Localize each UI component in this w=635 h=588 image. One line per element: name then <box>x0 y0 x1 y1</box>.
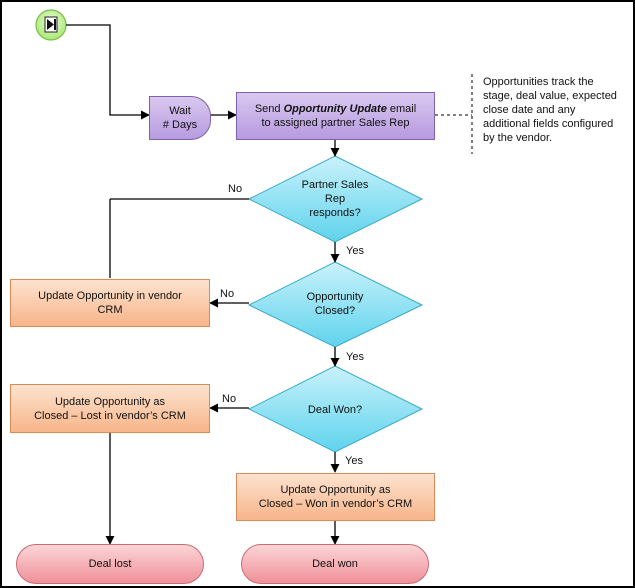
send-email-line1: Send Opportunity Update email <box>255 102 416 116</box>
wait-label-line1: Wait <box>169 105 191 117</box>
edge-label-responds-yes: Yes <box>346 245 364 257</box>
annotation-line: by the vendor. <box>483 132 553 144</box>
update-lost-line1: Update Opportunity as <box>54 395 166 408</box>
deal-lost-label: Deal lost <box>88 558 132 570</box>
annotation-line: additional fields configured <box>483 118 614 130</box>
annotation-line: Opportunities track the <box>483 76 594 88</box>
wait-delay-node: Wait # Days <box>149 96 211 140</box>
edge-label-won-yes: Yes <box>345 455 363 467</box>
send-email-suffix: email <box>386 103 417 115</box>
send-email-emphasis: Opportunity Update <box>283 103 387 115</box>
update-vendor-crm-process: Update Opportunity in vendor CRM <box>10 279 210 327</box>
edge-label-closed-no: No <box>220 288 235 300</box>
play-next-icon <box>44 16 58 33</box>
connector-start-to-wait <box>66 24 150 120</box>
decision-won-line: Deal Won? <box>307 404 363 416</box>
deal-won-terminal: Deal won <box>241 544 429 584</box>
decision-won-text: Deal Won? <box>285 402 385 418</box>
annotation-line: close date and any <box>483 104 576 116</box>
deal-won-label: Deal won <box>312 558 358 570</box>
edge-label-closed-yes: Yes <box>346 351 364 363</box>
edge-label-won-no: No <box>222 393 237 405</box>
update-closed-won-process: Update Opportunity as Closed – Won in ve… <box>236 473 435 521</box>
decision-closed-line2: Closed? <box>314 305 356 317</box>
update-vendor-crm-line2: CRM <box>97 304 123 316</box>
annotation-line: stage, deal value, expected <box>483 90 617 102</box>
send-email-prefix: Send <box>254 103 284 115</box>
decision-closed-line1: Opportunity <box>306 291 364 303</box>
update-vendor-crm-line1: Update Opportunity in vendor <box>38 290 182 302</box>
wait-label-line2: # Days <box>162 119 198 131</box>
update-lost-line2: Closed – Lost in vendor’s CRM <box>34 409 186 422</box>
decision-responds-line1: Partner Sales <box>301 179 369 191</box>
decision-responds-text: Partner Sales Rep responds? <box>285 177 385 221</box>
send-email-process: Send Opportunity Update email to assigne… <box>236 92 435 140</box>
start-node <box>35 9 67 41</box>
update-won-line1: Update Opportunity as <box>280 484 391 496</box>
decision-responds-line2: Rep <box>324 193 346 205</box>
decision-closed-text: Opportunity Closed? <box>285 289 385 319</box>
update-closed-lost-process: Update Opportunity as Closed – Lost in v… <box>10 384 210 433</box>
edge-label-responds-no: No <box>228 183 243 195</box>
decision-responds-line3: responds? <box>309 207 361 219</box>
deal-lost-terminal: Deal lost <box>16 544 204 584</box>
annotation-note: Opportunities track the stage, deal valu… <box>483 75 633 145</box>
update-won-line2: Closed – Won in vendor’s CRM <box>258 498 413 510</box>
send-email-line2: to assigned partner Sales Rep <box>261 117 410 129</box>
